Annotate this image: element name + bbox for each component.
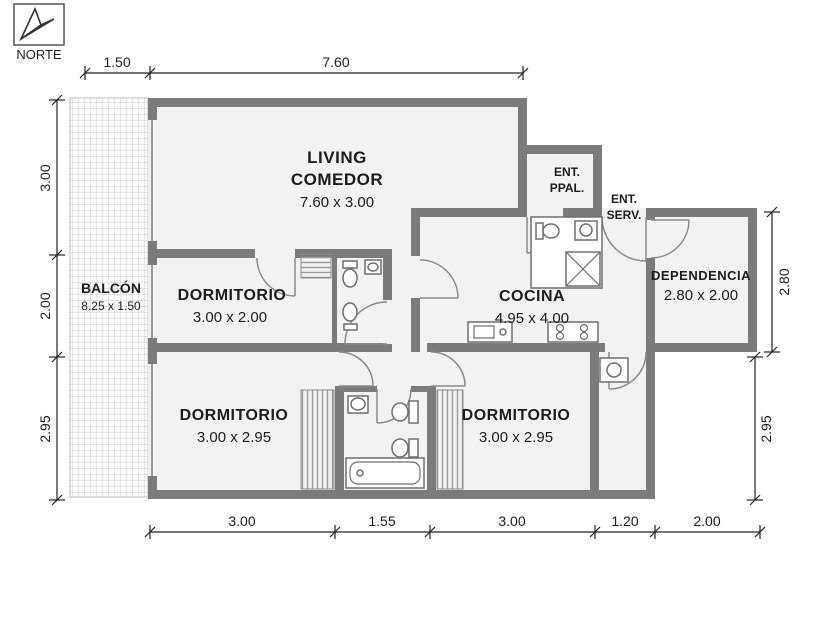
north-arrow-icon (13, 3, 65, 46)
balcon-size: 8.25 x 1.50 (81, 299, 141, 313)
balcon-name: BALCÓN (81, 279, 141, 296)
dim-right-2: 2.95 (758, 415, 774, 442)
dim-bottom-5: 2.00 (693, 513, 720, 529)
cocina-name: COCINA (499, 288, 565, 305)
dormitorio1-name: DORMITORIO (178, 287, 287, 304)
living-name-1: LIVING (307, 148, 367, 167)
dim-left-2: 2.00 (37, 292, 53, 319)
balcony-hatch (69, 97, 149, 498)
north-label: NORTE (16, 47, 62, 62)
dim-bottom-4: 1.20 (611, 513, 638, 529)
dormitorio2-name: DORMITORIO (180, 407, 289, 424)
room-labels: LIVING COMEDOR 7.60 x 3.00 BALCÓN 8.25 x… (81, 148, 751, 446)
dim-left-1: 3.00 (37, 164, 53, 191)
dormitorio3-size: 3.00 x 2.95 (479, 429, 553, 446)
dim-top-2: 7.60 (322, 54, 349, 70)
dependencia-name: DEPENDENCIA (651, 268, 751, 283)
dependencia-size: 2.80 x 2.00 (664, 287, 738, 304)
ent-serv-2: SERV. (607, 208, 642, 222)
dim-top-1: 1.50 (103, 54, 130, 70)
doors-layer (256, 216, 690, 424)
dormitorio1-size: 3.00 x 2.00 (193, 309, 267, 326)
dormitorio3-name: DORMITORIO (462, 407, 571, 424)
ent-serv-1: ENT. (611, 192, 637, 206)
dim-left-3: 2.95 (37, 415, 53, 442)
dormitorio2-size: 3.00 x 2.95 (197, 429, 271, 446)
wardrobes (300, 253, 464, 490)
dimensions-layer: 1.50 7.60 3.00 2.00 2.95 2.80 2.95 (37, 54, 792, 539)
dim-bottom-1: 3.00 (228, 513, 255, 529)
cocina-size: 4.95 x 4.00 (495, 310, 569, 327)
dim-right-1: 2.80 (776, 268, 792, 295)
fixtures-layer (342, 216, 629, 489)
living-size: 7.60 x 3.00 (300, 194, 374, 211)
ent-ppal-2: PPAL. (550, 181, 584, 195)
ent-ppal-1: ENT. (554, 165, 580, 179)
dim-bottom-3: 3.00 (498, 513, 525, 529)
dim-bottom-2: 1.55 (368, 513, 395, 529)
walls-layer (148, 98, 757, 499)
living-name-2: COMEDOR (291, 170, 383, 189)
